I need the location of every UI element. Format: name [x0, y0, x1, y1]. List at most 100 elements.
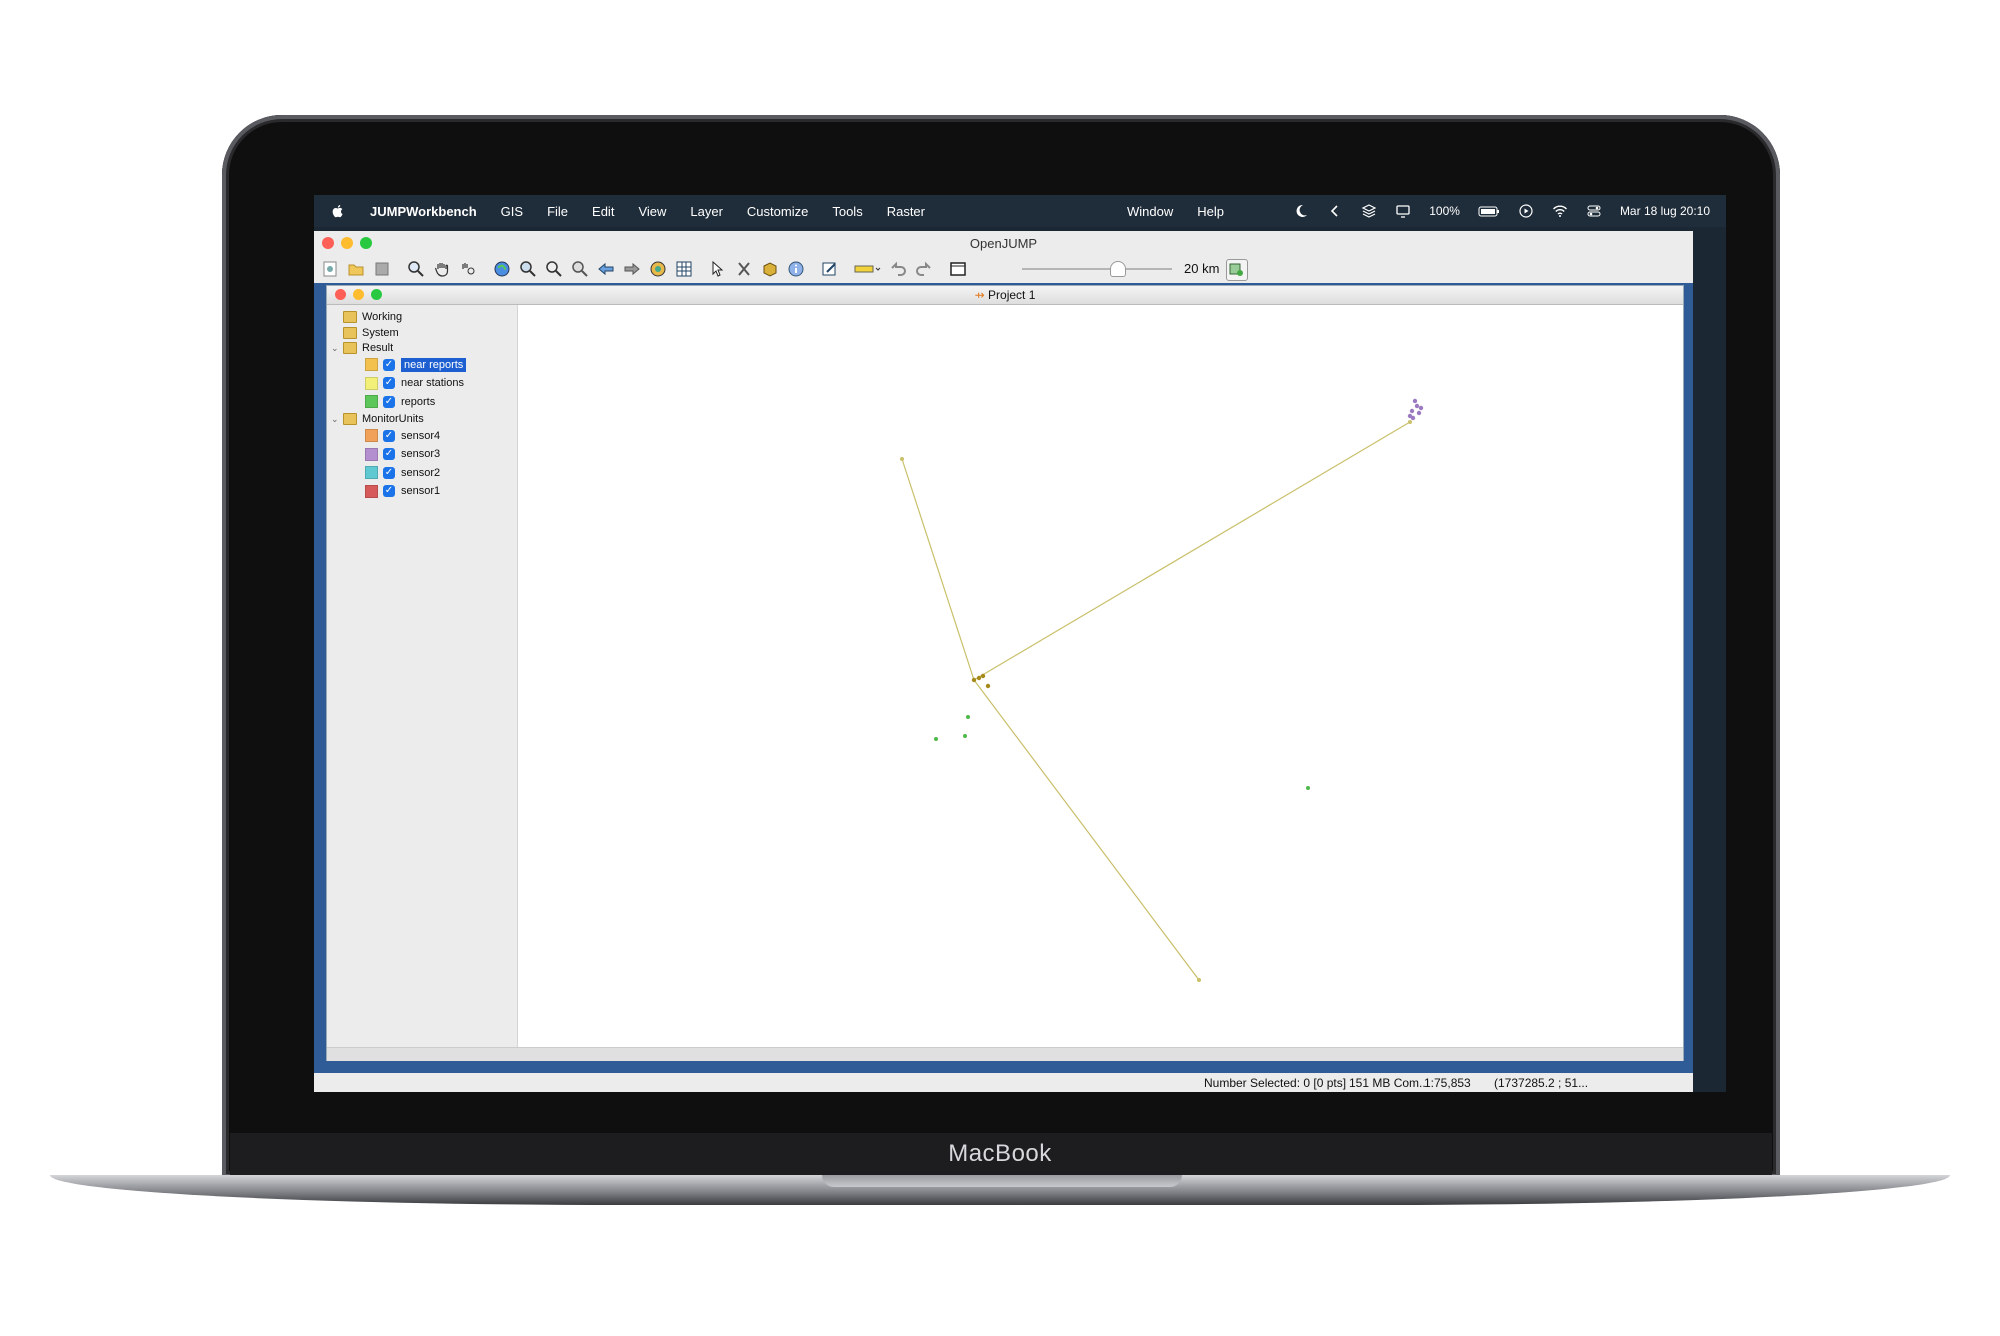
station-point[interactable]	[900, 457, 904, 461]
clock[interactable]: Mar 18 lug 20:10	[1619, 204, 1710, 218]
save-button[interactable]	[371, 258, 393, 280]
pan-zoom-button[interactable]	[457, 258, 479, 280]
wifi-icon[interactable]	[1552, 203, 1568, 219]
undo-button[interactable]	[887, 258, 909, 280]
layer-visibility-checkbox[interactable]: ✓	[383, 466, 395, 479]
zoom-realtime-button[interactable]	[647, 258, 669, 280]
open-button[interactable]	[345, 258, 367, 280]
battery-icon[interactable]	[1478, 203, 1500, 219]
menu-tools[interactable]: Tools	[832, 203, 863, 219]
scale-settings-button[interactable]	[1226, 259, 1248, 281]
near-report-point[interactable]	[971, 677, 977, 683]
map-scale[interactable]: 1:75,853	[1424, 1076, 1471, 1090]
layer-sensor4[interactable]: ✓sensor4	[365, 428, 440, 444]
edit-toolbox-button[interactable]	[819, 258, 841, 280]
layer-reports[interactable]: ✓reports	[365, 394, 435, 410]
menu-gis[interactable]: GIS	[500, 203, 524, 219]
measure-button[interactable]	[853, 258, 883, 280]
select-tool-button[interactable]	[707, 258, 729, 280]
zoom-to-fence-button[interactable]	[569, 258, 591, 280]
near-station-line[interactable]	[973, 679, 1200, 981]
layer-near-stations[interactable]: ✓near stations	[365, 375, 464, 391]
zoom-previous-button[interactable]	[595, 258, 617, 280]
chevron-down-icon[interactable]: ⌄	[331, 342, 339, 353]
control-center-icon[interactable]	[1586, 203, 1602, 219]
category-result[interactable]: ⌄Result	[331, 340, 393, 356]
zoom-button[interactable]	[360, 237, 372, 249]
project-minimize-button[interactable]	[353, 289, 364, 300]
sensor-point[interactable]	[1416, 410, 1422, 416]
report-point[interactable]	[934, 737, 938, 741]
pan-tool-button[interactable]	[431, 258, 453, 280]
chevron-down-icon[interactable]: ⌄	[331, 413, 339, 424]
layer-visibility-checkbox[interactable]: ✓	[383, 448, 395, 460]
zoom-slider-thumb[interactable]	[1110, 261, 1126, 277]
layer-visibility-checkbox[interactable]: ✓	[383, 358, 395, 371]
zoom-to-selected-button[interactable]	[517, 258, 539, 280]
redo-button[interactable]	[913, 258, 935, 280]
menu-file[interactable]: File	[547, 203, 569, 219]
near-station-line[interactable]	[973, 421, 1411, 681]
near-report-point[interactable]	[976, 675, 982, 681]
delete-selected-button[interactable]	[733, 258, 755, 280]
moon-icon[interactable]	[1293, 203, 1309, 219]
near-report-point[interactable]	[985, 683, 991, 689]
menu-customize[interactable]: Customize	[746, 203, 809, 219]
zoom-tool-button[interactable]	[405, 258, 427, 280]
layer-sensor1[interactable]: ✓sensor1	[365, 483, 440, 499]
info-button[interactable]	[785, 258, 807, 280]
sensor-point[interactable]	[1414, 403, 1420, 409]
layer-visibility-checkbox[interactable]: ✓	[383, 395, 395, 408]
menu-window[interactable]: Window	[1127, 203, 1174, 219]
apple-icon[interactable]	[330, 203, 346, 219]
layer-sensor2[interactable]: ✓sensor2	[365, 465, 440, 481]
report-point[interactable]	[963, 734, 967, 738]
station-point[interactable]	[1408, 420, 1412, 424]
report-point[interactable]	[966, 715, 970, 719]
feature-info-button[interactable]	[759, 258, 781, 280]
project-titlebar[interactable]: ⇸ Project 1	[327, 286, 1683, 305]
layers-icon[interactable]	[1361, 203, 1377, 219]
near-station-line[interactable]	[901, 458, 975, 681]
near-report-point[interactable]	[980, 673, 986, 679]
fence-button[interactable]	[947, 258, 969, 280]
memory-usage[interactable]: 151 MB Com...	[1349, 1076, 1430, 1090]
category-working[interactable]: Working	[331, 309, 402, 325]
menu-view[interactable]: View	[638, 203, 667, 219]
zoom-slider-track[interactable]	[1022, 268, 1172, 270]
sensor-point[interactable]	[1410, 415, 1416, 421]
map-canvas[interactable]	[518, 305, 1683, 1047]
layer-visibility-checkbox[interactable]: ✓	[383, 429, 395, 442]
horizontal-scrollbar[interactable]	[327, 1047, 1683, 1061]
layer-sensor3[interactable]: ✓sensor3	[365, 446, 440, 462]
category-system[interactable]: System	[331, 325, 399, 341]
project-zoom-button[interactable]	[371, 289, 382, 300]
menu-layer[interactable]: Layer	[690, 203, 723, 219]
grid-button[interactable]	[673, 258, 695, 280]
report-point[interactable]	[1306, 786, 1310, 790]
minimize-button[interactable]	[341, 237, 353, 249]
sensor-point[interactable]	[1412, 398, 1418, 404]
category-monitorunits[interactable]: ⌄MonitorUnits	[331, 411, 424, 427]
zoom-next-button[interactable]	[621, 258, 643, 280]
chevron-left-icon[interactable]	[1327, 203, 1343, 219]
project-close-button[interactable]	[335, 289, 346, 300]
menu-help[interactable]: Help	[1197, 203, 1224, 219]
layer-visibility-checkbox[interactable]: ✓	[383, 485, 395, 497]
menu-app-name[interactable]: JUMPWorkbench	[370, 203, 477, 219]
sensor-point[interactable]	[1409, 408, 1415, 414]
menu-raster[interactable]: Raster	[886, 203, 925, 219]
display-icon[interactable]	[1395, 203, 1411, 219]
play-icon[interactable]	[1518, 203, 1534, 219]
close-button[interactable]	[322, 237, 334, 249]
map-view[interactable]	[518, 305, 1683, 1047]
sensor-point[interactable]	[1418, 405, 1424, 411]
zoom-full-extent-button[interactable]	[491, 258, 513, 280]
menu-edit[interactable]: Edit	[592, 203, 615, 219]
new-project-button[interactable]	[319, 258, 341, 280]
layer-near-reports[interactable]: ✓near reports	[365, 357, 467, 373]
layer-visibility-checkbox[interactable]: ✓	[383, 377, 395, 389]
station-point[interactable]	[1197, 978, 1201, 982]
window-titlebar[interactable]: OpenJUMP	[314, 231, 1693, 255]
zoom-to-layer-button[interactable]	[543, 258, 565, 280]
